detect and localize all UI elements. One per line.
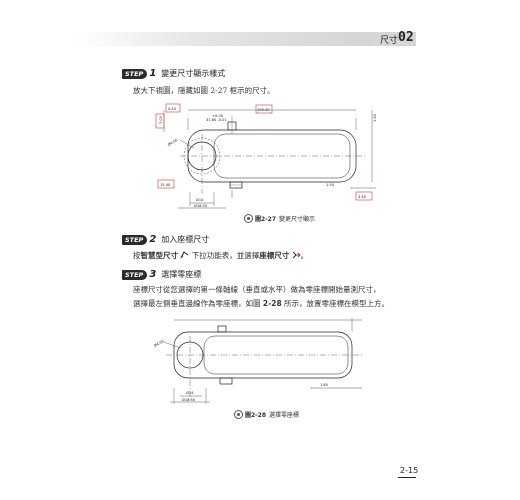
dim-tol-lower: 31.60 -0.01 [206,118,227,122]
figure-2-28-caption: 圖2-28 選擇零座標 [234,410,299,419]
caption-text: 變更尺寸顯示 [279,216,316,223]
dim-left-box: 15.40 [160,183,171,187]
ordinate-dimension-term: 座標尺寸 [259,251,290,260]
step-title: 選擇零座標 [161,270,202,279]
text-segment: 下拉功能表，並選擇 [191,251,260,260]
step-badge: STEP [122,68,148,79]
step-3-line-1: 座標尺寸從您選擇的第一條軸線（垂直或水平）做為零座標開始量測尺寸， [133,285,381,294]
dim-phi-large: Ø18.50 [182,397,196,402]
dim-phi-large: Ø18.50 [194,203,208,208]
dim-tol-upper: +0.05 [212,114,223,118]
dim-phi-small: Ø14 [186,390,194,395]
step-number: 1 [149,68,157,79]
step-2-text: 按智慧型尺寸 下拉功能表，並選擇座標尺寸 。 [133,249,308,263]
dim-bottom-right: 1.60 [320,383,329,387]
chapter-tab [372,32,416,46]
step-number: 2 [149,234,157,245]
step-number: 3 [149,269,157,280]
dim-diameter: Ø4.00 [167,137,179,147]
figure-2-27-drawing: 0.40 105.40 +0.05 31.60 -0.01 7.00 1.50 … [155,103,377,209]
smart-dimension-term: 智慧型尺寸 [140,251,179,260]
text-segment: 選擇最左側垂直邊線作為零座標，如圖 [133,299,263,308]
step-2-heading: STEP 2 加入座標尺寸 [122,234,209,245]
step-3-line-2: 選擇最左側垂直邊線作為零座標，如圖 2-28 所示，放置零座標在模型上方。 [133,297,389,311]
figure-bullet-icon [234,410,243,419]
dim-top-left: 0.40 [168,107,177,111]
step-3-heading: STEP 3 選擇零座標 [122,269,201,280]
step-1-text: 放大下視圖，隱藏如圖 2-27 框示的尺寸。 [133,86,275,95]
step-title: 變更尺寸顯示樣式 [161,69,226,78]
top-pin [217,325,227,333]
dim-right-vertical: 1.50 [373,113,377,122]
dim-bottom-mid: 1.50 [326,183,335,187]
figure-bullet-icon [244,214,253,223]
caption-number: 圖2-27 [255,216,277,223]
step-badge: STEP [122,234,148,245]
caption-number: 圖2-28 [245,412,267,419]
dim-bottom-right: 3.40 [358,195,367,199]
page-number-underline [398,477,416,478]
figure-2-28-drawing: Ø4.00 1.60 Ø14 Ø18.50 [153,318,362,404]
figure-2-27-caption: 圖2-27 變更尺寸顯示 [244,214,315,223]
text-segment: 按 [133,251,141,260]
text-segment: 。 [300,251,309,260]
caption-text: 選擇零座標 [269,412,300,419]
smart-dimension-icon [180,251,189,259]
page-number: 2-15 [400,466,419,475]
figure-reference: 2-28 [262,299,282,308]
chapter-number: 02 [398,30,414,45]
chapter-label: 尺寸 [380,36,399,46]
step-1-heading: STEP 1 變更尺寸顯示樣式 [122,68,225,79]
dim-diameter: Ø4.00 [153,338,165,348]
text-segment: 所示，放置零座標在模型上方。 [281,299,390,308]
bottom-pin [219,377,233,385]
dim-top-right: 105.40 [257,108,270,112]
ordinate-dimension-icon [292,251,301,259]
dim-phi-small: Ø14 [196,197,204,202]
step-title: 加入座標尺寸 [161,235,210,244]
header-band [76,32,414,46]
step-badge: STEP [122,269,148,280]
dim-left-vertical: 7.00 [159,115,163,124]
